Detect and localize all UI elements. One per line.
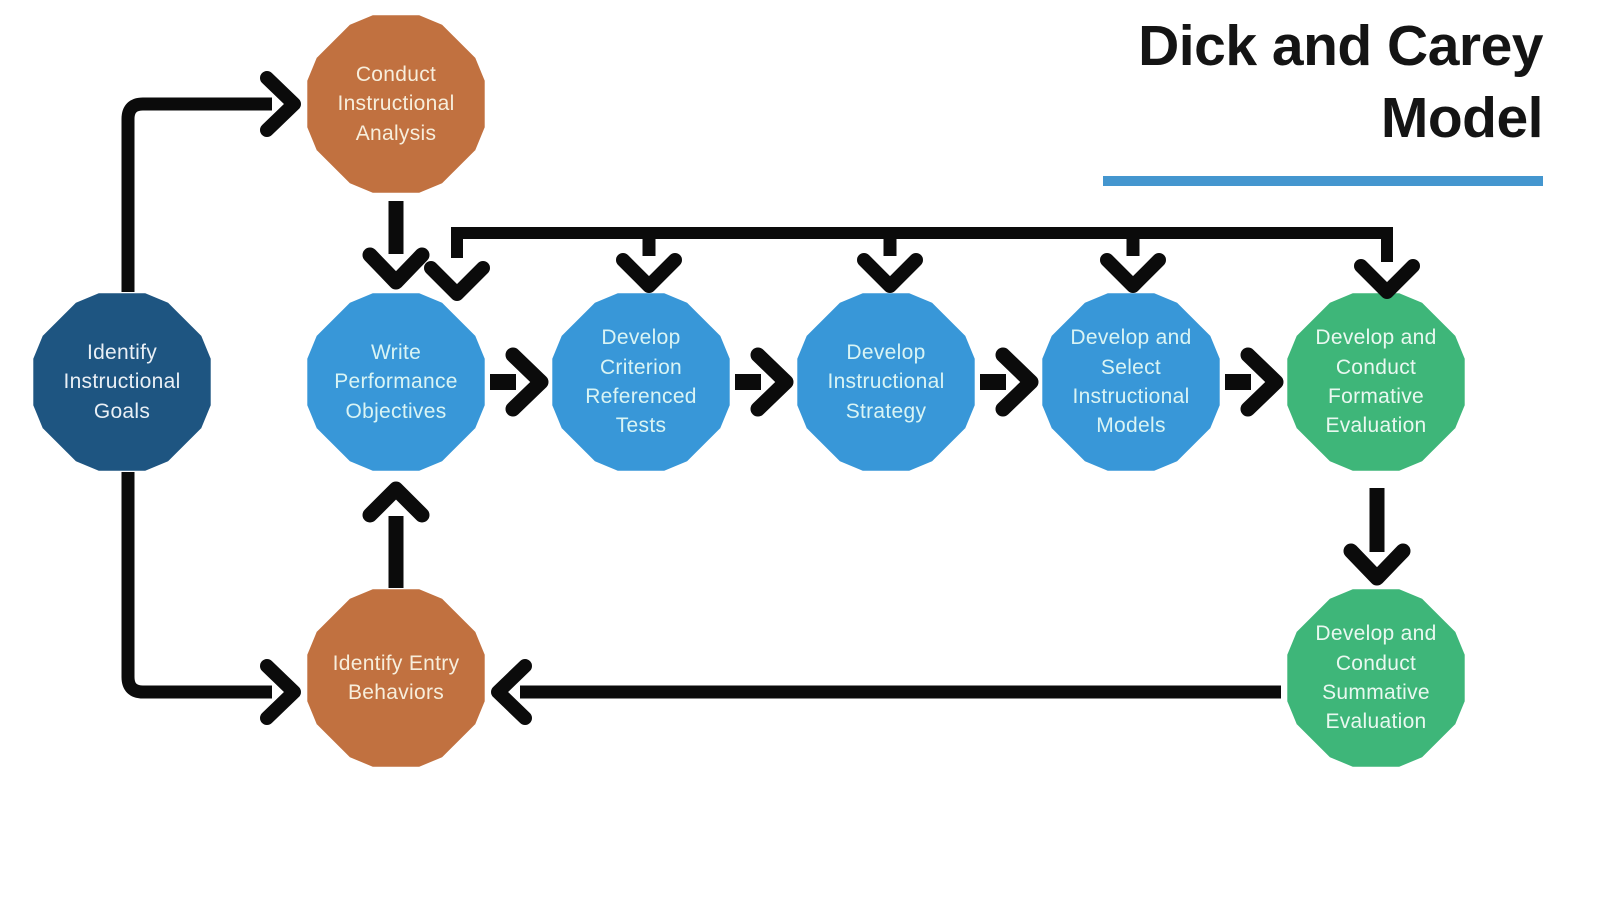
node-develop-and-conduct-formative-evaluation: Develop and Conduct Formative Evaluation: [1287, 293, 1465, 471]
node-label: Develop Instructional Strategy: [827, 340, 945, 423]
arrow-goals-to-analysis-head: [260, 71, 301, 137]
feedback-head-strategy: [857, 253, 923, 293]
arrow-entry-to-writeperf-head: [362, 481, 430, 523]
page-title: Dick and Carey Model: [1138, 14, 1543, 151]
title-underline: [1103, 176, 1543, 186]
feedback-head-formative: [1354, 259, 1420, 299]
node-label: Develop and Conduct Summative Evaluation: [1315, 622, 1437, 734]
node-write-performance-objectives: Write Performance Objectives: [307, 293, 485, 471]
node-label: Conduct Instructional Analysis: [337, 62, 455, 145]
feedback-rail-line: [451, 227, 1393, 262]
feedback-head-criterion: [616, 253, 682, 293]
arrow-strategy-to-select-head: [995, 347, 1039, 417]
arrow-writeperf-to-criterion-head: [505, 347, 549, 417]
node-identify-instructional-goals: Identify Instructional Goals: [33, 293, 211, 471]
node-label: Develop and Select Instructional Models: [1070, 326, 1192, 438]
node-develop-and-conduct-summative-evaluation: Develop and Conduct Summative Evaluation: [1287, 589, 1465, 767]
node-label: Identify Entry Behaviors: [332, 651, 460, 704]
arrow-goals-to-entry-head: [260, 659, 301, 725]
arrow-summative-to-entry-head: [491, 659, 532, 725]
arrow-analysis-to-writeperf-head: [362, 247, 430, 290]
node-develop-instructional-strategy: Develop Instructional Strategy: [797, 293, 975, 471]
arrow-formative-to-summative-head: [1343, 543, 1411, 586]
node-label: Develop and Conduct Formative Evaluation: [1315, 326, 1437, 438]
node-develop-and-select-instructional-models: Develop and Select Instructional Models: [1042, 293, 1220, 471]
node-develop-criterion-referenced-tests: Develop Criterion Referenced Tests: [552, 293, 730, 471]
feedback-head-writeperf: [424, 261, 490, 301]
arrow-goals-to-analysis-line: [121, 97, 272, 292]
arrow-criterion-to-strategy-head: [750, 347, 794, 417]
arrow-goals-to-entry-line: [121, 472, 272, 699]
node-identify-entry-behaviors: Identify Entry Behaviors: [307, 589, 485, 767]
arrow-select-to-formative-head: [1240, 347, 1284, 417]
node-label: Develop Criterion Referenced Tests: [585, 326, 697, 438]
feedback-head-select: [1100, 253, 1166, 293]
node-conduct-instructional-analysis: Conduct Instructional Analysis: [307, 15, 485, 193]
node-label: Write Performance Objectives: [334, 340, 458, 423]
node-label: Identify Instructional Goals: [63, 340, 181, 423]
